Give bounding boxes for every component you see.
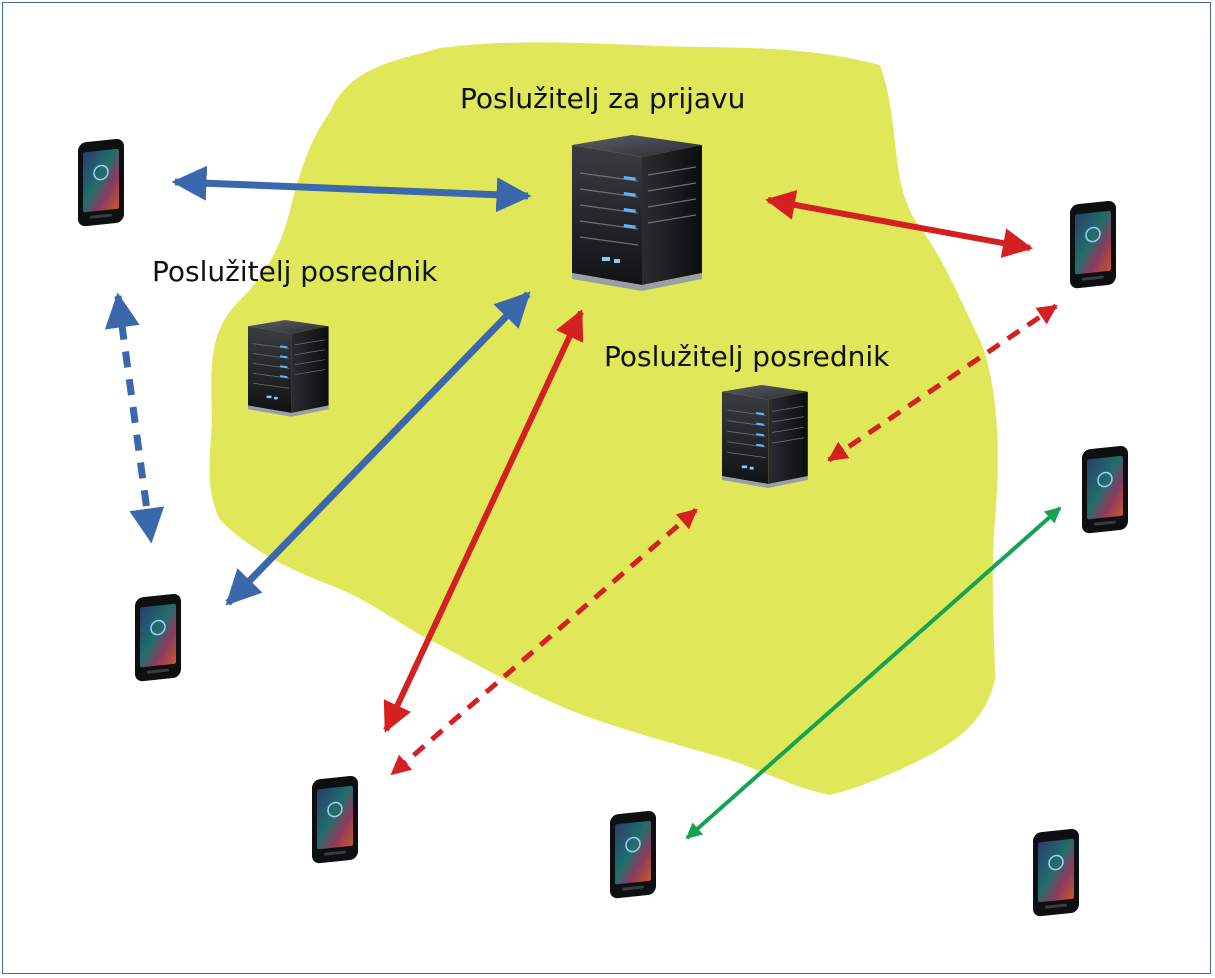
- proxy-server-label-1: Poslužitelj posrednik: [152, 255, 438, 288]
- phone-icon-top-left: [77, 137, 125, 228]
- phone-icon-right-middle: [1081, 444, 1129, 535]
- login-server-icon: [571, 134, 703, 292]
- arrow-phone-to-login-server: [171, 165, 532, 213]
- arrow-dashed-phone-to-phone: [104, 292, 165, 544]
- proxy-server-label-2: Poslužitelj posrednik: [604, 340, 890, 373]
- phone-icon-bottom-1: [311, 774, 359, 865]
- proxy-server-2-icon: [721, 384, 809, 489]
- phone-icon-left-bottom: [134, 592, 182, 683]
- phone-icon-bottom-right: [1032, 827, 1080, 918]
- phone-icon-bottom-2: [609, 809, 657, 900]
- arrow-direct-phone-to-phone: [685, 506, 1062, 840]
- arrow-dashed-proxy-to-bottom-phone: [390, 508, 698, 776]
- arrow-login-server-to-right-phone: [765, 190, 1033, 258]
- arrow-dashed-proxy-to-right-phone: [827, 303, 1058, 463]
- login-server-label: Poslužitelj za prijavu: [460, 82, 746, 115]
- proxy-server-1-icon: [247, 319, 329, 418]
- phone-icon-right-top: [1069, 199, 1117, 290]
